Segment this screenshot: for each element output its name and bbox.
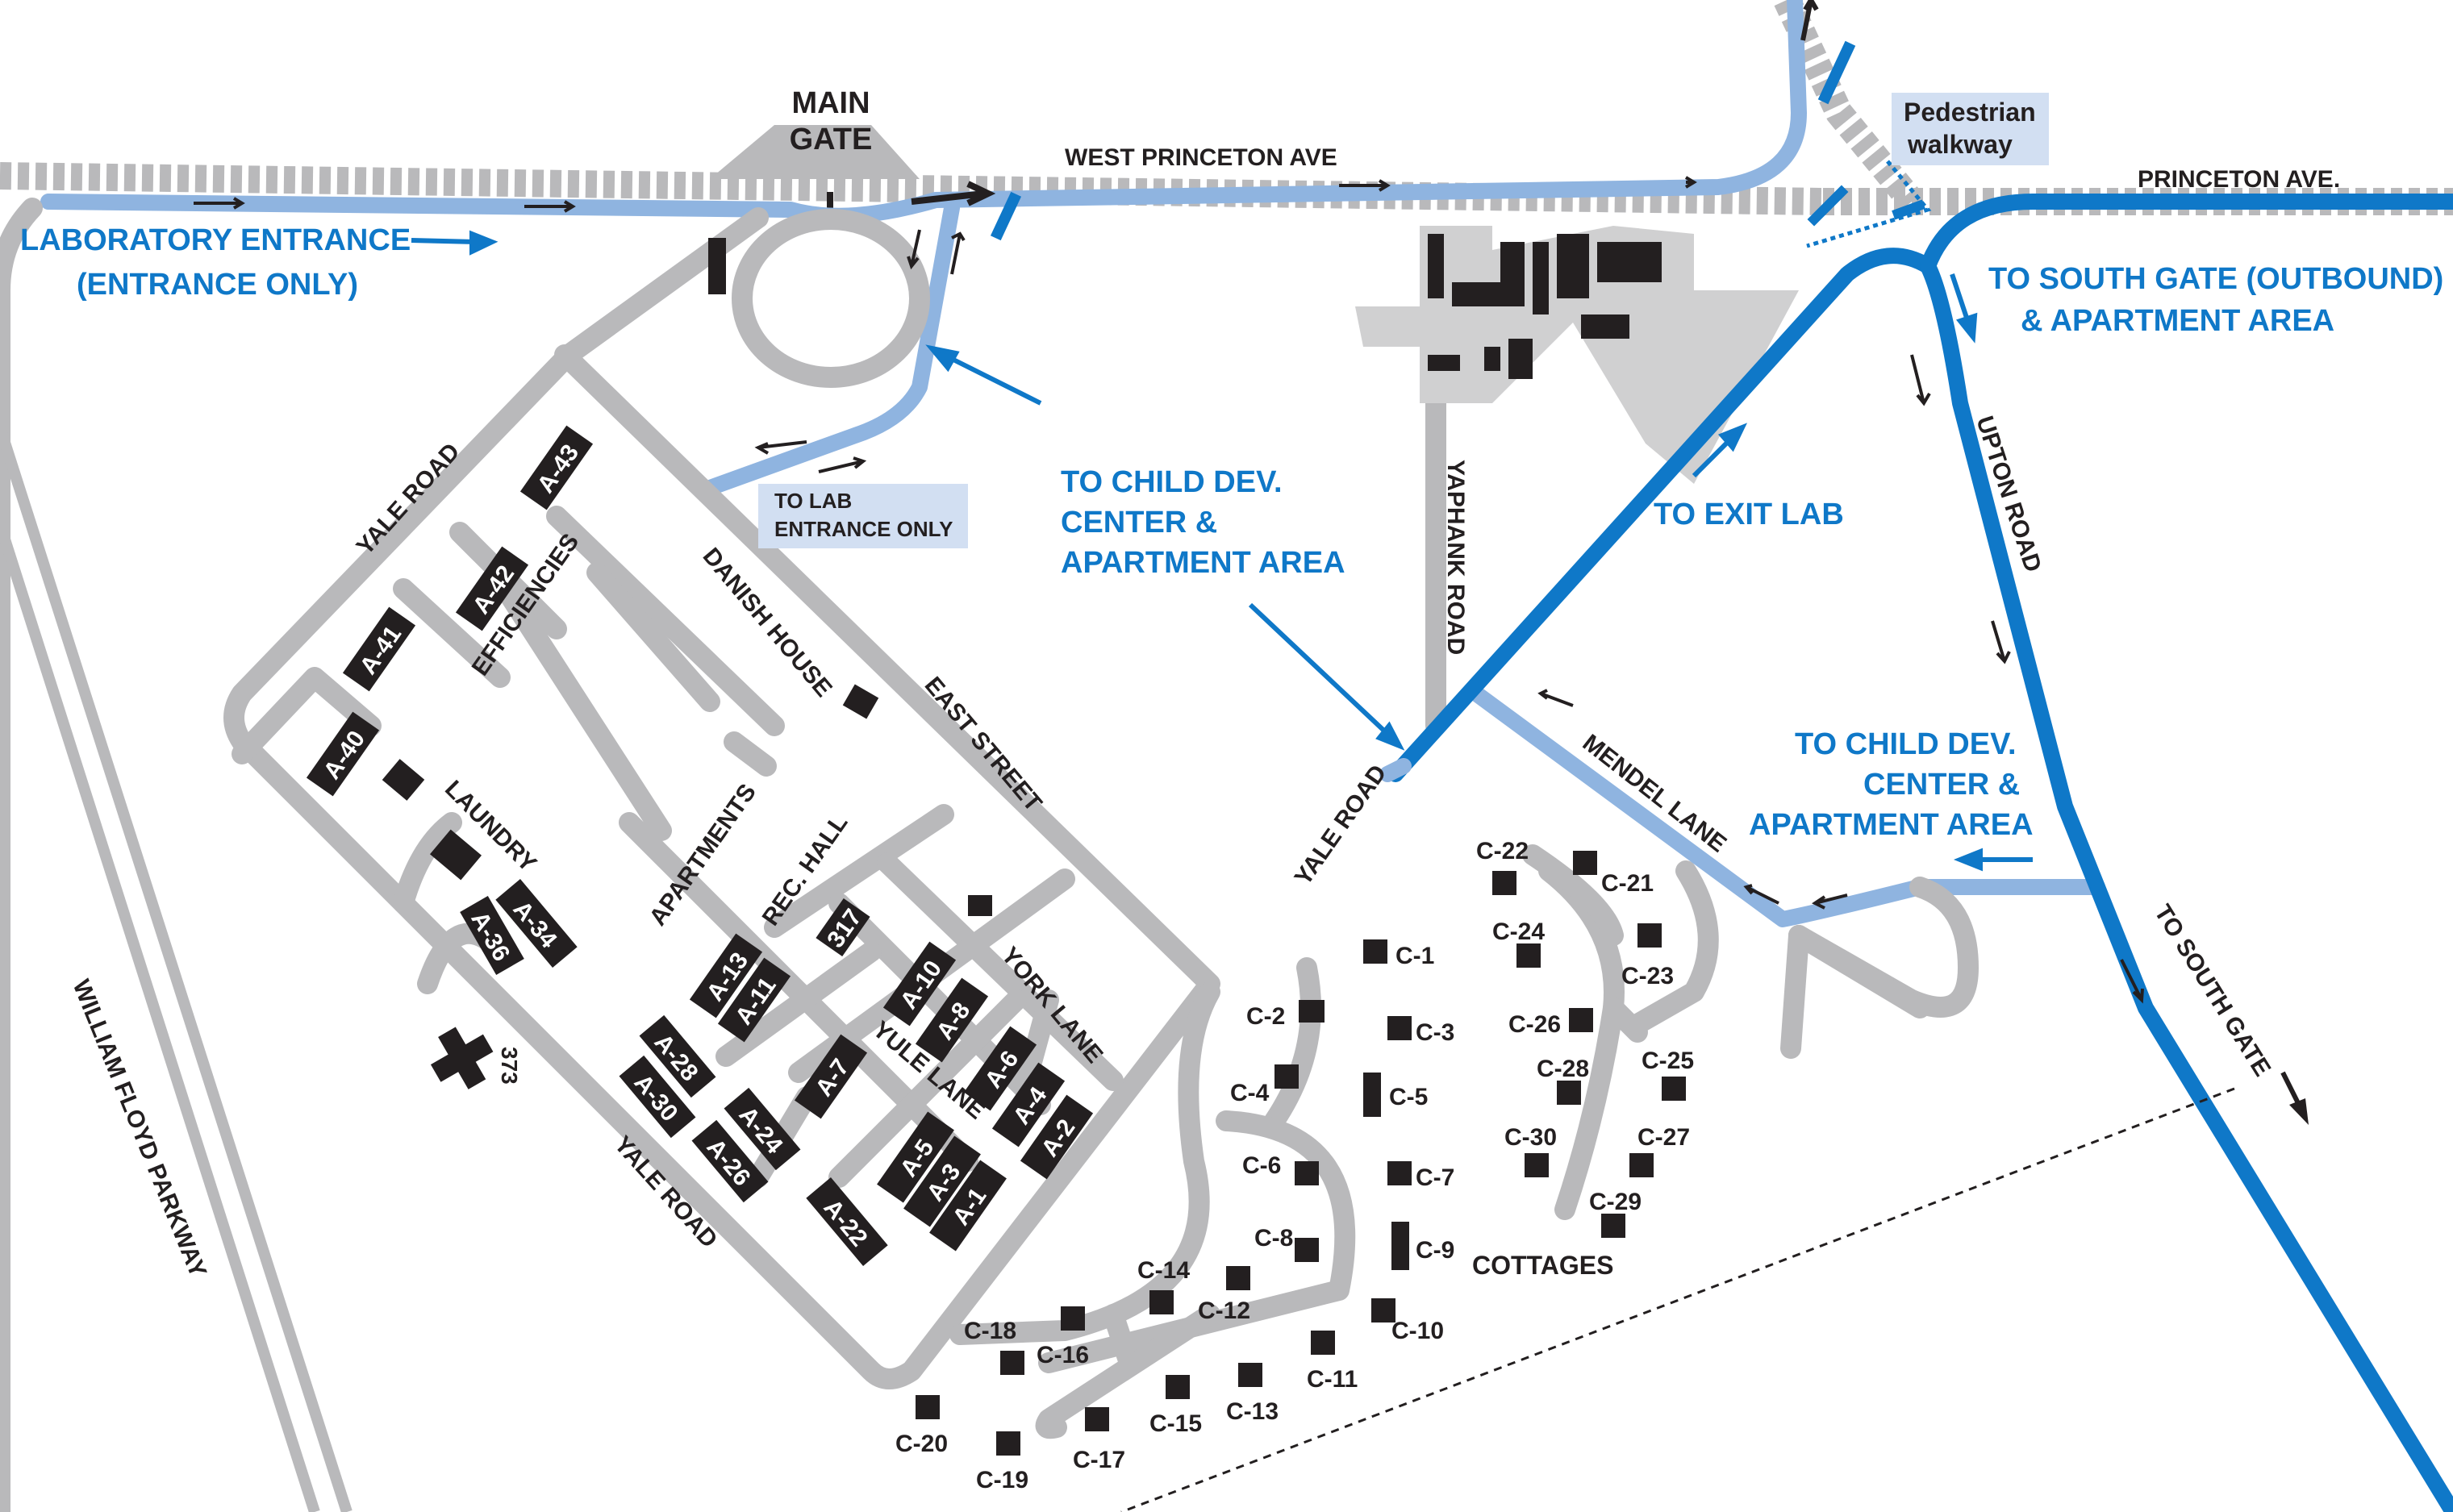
- lab-entrance-label-1: LABORATORY ENTRANCE: [20, 223, 411, 257]
- child-dev-a-label-1: TO CHILD DEV.: [1061, 465, 1283, 499]
- main-gate-booth: [827, 192, 833, 216]
- to-lab-callout-bg: [758, 484, 968, 548]
- child-dev-b-label-1: TO CHILD DEV.: [1795, 727, 2017, 761]
- east-street-label: EAST STREET: [920, 672, 1047, 817]
- pedestrian-label-1: Pedestrian: [1904, 98, 2036, 127]
- cottage-label: C-18: [964, 1318, 1016, 1344]
- pedestrian-label-2: walkway: [1907, 130, 2013, 159]
- cottage-buildings: [916, 851, 1686, 1456]
- child-dev-b-label-2: CENTER &: [1863, 768, 2020, 802]
- cottage-label: C-30: [1504, 1124, 1557, 1151]
- to-lab-label-1: TO LAB: [774, 489, 852, 513]
- cottage-label: C-22: [1476, 838, 1529, 864]
- yale-road-mid-label: YALE ROAD: [1290, 760, 1392, 890]
- child-dev-route-upper: [702, 200, 960, 496]
- child-dev-a-label-2: CENTER &: [1061, 506, 1217, 539]
- mendel-lane-route: [1468, 685, 2105, 927]
- exit-route: [1387, 248, 2453, 1512]
- south-gate-label-1: TO SOUTH GATE (OUTBOUND): [1988, 262, 2443, 296]
- princeton-ave-label: PRINCETON AVE.: [2138, 166, 2340, 193]
- to-exit-lab-label: TO EXIT LAB: [1654, 498, 1844, 531]
- traffic-arrows: [194, 0, 2144, 1004]
- gate-bars: [990, 40, 1925, 241]
- to-lab-label-2: ENTRANCE ONLY: [774, 517, 953, 541]
- cottage-label: C-8: [1254, 1225, 1293, 1252]
- cottage-label: C-9: [1416, 1237, 1454, 1264]
- pedestrian-walkway-path: [1806, 160, 1932, 248]
- cottage-label: C-10: [1391, 1318, 1444, 1344]
- pedestrian-callout-bg: [1892, 93, 2049, 165]
- cottage-label: C-7: [1416, 1164, 1454, 1191]
- cottage-label: C-21: [1601, 870, 1654, 897]
- lab-entrance-label-2: (ENTRANCE ONLY): [77, 268, 358, 302]
- cottage-label: C-23: [1621, 963, 1674, 989]
- cottage-label: C-19: [976, 1467, 1028, 1493]
- cottage-label: C-16: [1037, 1342, 1089, 1368]
- cottage-label: C-28: [1537, 1056, 1589, 1082]
- apartment-road-network: [0, 198, 1220, 1512]
- blue-arrows: [411, 230, 2033, 872]
- south-gate-arrow: [2280, 1071, 2301, 1106]
- child-dev-b-label-3: APARTMENT AREA: [1749, 808, 2034, 842]
- west-princeton-label: WEST PRINCETON AVE: [1065, 144, 1337, 171]
- bldg-373-label: 373: [497, 1047, 522, 1085]
- cottage-label: C-27: [1637, 1124, 1690, 1151]
- cottage-label: C-13: [1226, 1398, 1279, 1425]
- yaphank-road-label: YAPHANK ROAD: [1442, 460, 1469, 655]
- misc-buildings: 317: [382, 238, 992, 1089]
- cottage-label: C-14: [1137, 1257, 1190, 1284]
- cottage-label: C-1: [1395, 943, 1434, 969]
- cottage-label: C-24: [1492, 918, 1545, 945]
- cottage-label: C-26: [1508, 1011, 1561, 1038]
- lab-complex: [1355, 226, 1799, 736]
- cottage-label: C-15: [1149, 1410, 1202, 1437]
- cottages-label: COTTAGES: [1472, 1251, 1613, 1280]
- cottage-label: C-6: [1242, 1152, 1281, 1179]
- cottage-label: C-4: [1230, 1080, 1270, 1106]
- cottage-label: C-2: [1246, 1003, 1285, 1030]
- cottage-label: C-17: [1073, 1447, 1125, 1473]
- main-gate-label-2: GATE: [790, 123, 873, 156]
- cottage-label: C-11: [1307, 1366, 1358, 1393]
- cottage-road-network: [949, 844, 1719, 1439]
- main-gate-label-1: MAIN: [791, 86, 870, 120]
- william-floyd-parkway: [0, 425, 353, 1512]
- main-gate-plaza: [710, 125, 920, 179]
- cottage-labels: C-1 C-2 C-3 C-4 C-5 C-6 C-7 C-8 C-9 C-10…: [895, 838, 1694, 1493]
- child-dev-a-label-3: APARTMENT AREA: [1061, 546, 1345, 580]
- west-princeton-road: [0, 0, 2453, 215]
- yale-road-top-label: YALE ROAD: [352, 438, 465, 560]
- cottage-label: C-5: [1389, 1084, 1428, 1110]
- boundary-line: [1120, 1087, 2235, 1512]
- cottage-label: C-25: [1642, 1048, 1694, 1074]
- cottage-label: C-3: [1416, 1019, 1454, 1046]
- cottage-label: C-20: [895, 1431, 948, 1457]
- princeton-ave-route: [1920, 194, 2453, 274]
- cottage-label: C-29: [1589, 1189, 1642, 1215]
- roundabout: [732, 209, 930, 388]
- cottage-label: C-12: [1198, 1297, 1250, 1324]
- south-gate-label-2: & APARTMENT AREA: [2021, 304, 2334, 338]
